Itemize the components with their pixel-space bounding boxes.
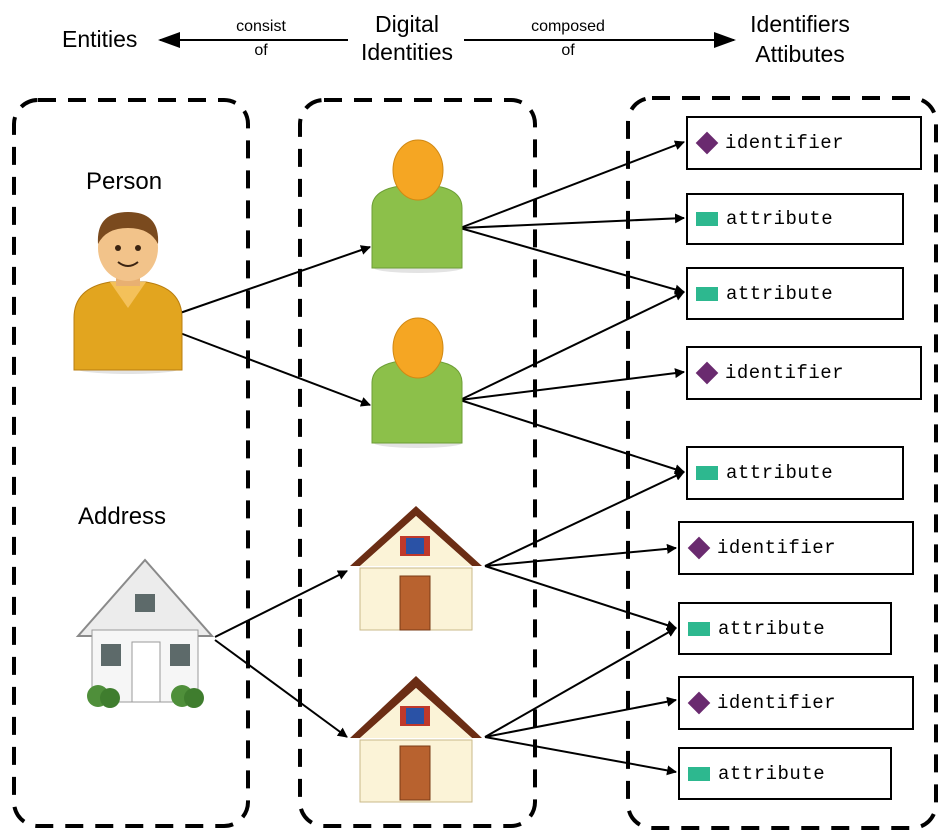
digital-identity-icon-2 (371, 317, 463, 448)
arrow-house1-box5 (484, 471, 685, 567)
box-label: attribute (726, 462, 834, 484)
header-entities: Entities (62, 26, 138, 52)
attribute-square-icon (688, 621, 710, 636)
arrow-id2-box3 (459, 291, 685, 401)
box-label: attribute (726, 208, 834, 230)
person-icon (73, 212, 183, 374)
identifier-diamond-icon (687, 691, 711, 715)
entity-person-label: Person (86, 168, 163, 195)
box-attribute-5: attribute (686, 446, 904, 500)
box-attribute-9: attribute (678, 747, 892, 800)
house-identity-icon-1 (350, 506, 482, 631)
arrow-address-house1 (214, 570, 348, 638)
header-identities: Identities (360, 39, 454, 65)
box-attribute-7: attribute (678, 602, 892, 655)
address-house-icon (75, 558, 215, 708)
header-composed: composed (531, 18, 605, 35)
header-consist-of: of (254, 42, 268, 59)
digital-identity-icon-1 (371, 139, 463, 273)
arrow-id2-box5 (459, 399, 685, 475)
box-identifier-1: identifier (686, 116, 922, 170)
arrow-person-id1 (179, 245, 371, 314)
attribute-square-icon (696, 466, 718, 480)
arrow-person-id2 (179, 332, 371, 407)
arrow-id2-box4 (459, 368, 685, 401)
attribute-square-icon (688, 766, 710, 781)
arrow-house2-box8 (484, 696, 677, 738)
arrow-id1-box2 (459, 213, 685, 229)
header-attributes: Attibutes (755, 41, 845, 67)
attribute-square-icon (696, 212, 718, 226)
box-attribute-2: attribute (686, 193, 904, 245)
identifier-diamond-icon (695, 131, 719, 155)
arrow-id1-box1 (459, 140, 685, 229)
entity-address-label: Address (78, 503, 167, 530)
box-label: identifier (717, 537, 837, 559)
box-label: attribute (726, 282, 834, 305)
box-label: identifier (717, 692, 837, 714)
attribute-square-icon (696, 286, 718, 301)
box-label: attribute (718, 762, 826, 785)
box-label: identifier (725, 362, 845, 384)
identifier-diamond-icon (687, 536, 711, 560)
header-identifiers: Identifiers (750, 11, 850, 37)
box-identifier-6: identifier (678, 521, 914, 575)
arrow-house1-box7 (484, 565, 677, 630)
arrow-house2-box9 (484, 736, 677, 776)
box-label: attribute (718, 617, 826, 640)
arrow-house1-box6 (484, 543, 677, 567)
box-attribute-3: attribute (686, 267, 904, 320)
identifier-diamond-icon (695, 361, 719, 385)
box-identifier-8: identifier (678, 676, 914, 730)
arrow-house2-box7 (484, 627, 677, 738)
identifiers-group (626, 96, 938, 830)
identities-group (298, 98, 537, 828)
arrow-id1-box3 (459, 227, 685, 295)
box-identifier-4: identifier (686, 346, 922, 400)
arrow-address-house2 (214, 639, 348, 738)
header-consist: consist (236, 18, 286, 35)
header-composed-of: of (561, 42, 575, 59)
entities-group (12, 98, 250, 828)
house-identity-icon-2 (350, 676, 482, 803)
header-digital: Digital (375, 11, 439, 37)
box-label: identifier (725, 132, 845, 154)
